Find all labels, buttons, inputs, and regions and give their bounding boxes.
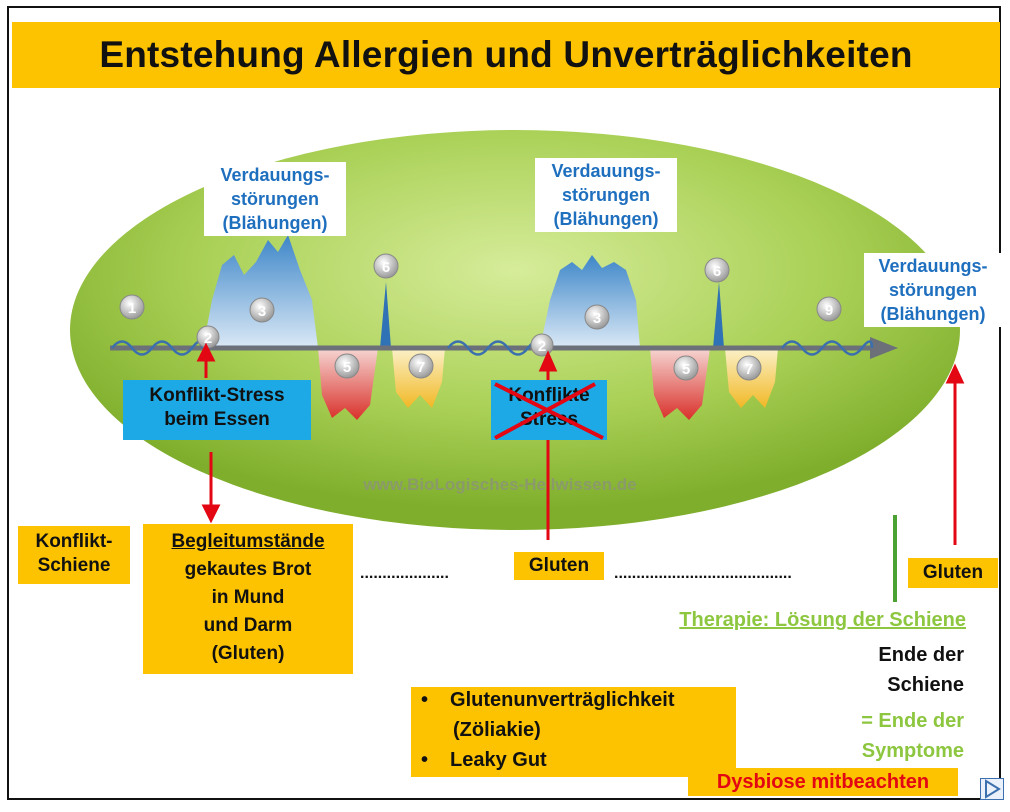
bullet-item-1-sub: (Zöliakie) <box>453 719 541 741</box>
therapy-text: Therapie: Lösung der Schiene <box>679 609 966 631</box>
gluten-box-right: Gluten <box>908 558 998 588</box>
svg-text:7: 7 <box>745 361 753 378</box>
konflikt-schiene-box: Konflikt-Schiene <box>18 526 130 584</box>
svg-text:3: 3 <box>258 303 266 320</box>
timeline-arrowhead <box>870 337 898 359</box>
phase-marker-2b: 2 <box>530 333 554 357</box>
phase-marker-2a: 2 <box>196 325 220 349</box>
normotonia-wave-1 <box>111 340 204 356</box>
phase-marker-6b: 6 <box>704 257 730 283</box>
phase-marker-7b: 7 <box>736 355 762 381</box>
phase-marker-5a: 5 <box>334 353 360 379</box>
healing-phase-red-1 <box>318 348 378 420</box>
active-phase-peak-1 <box>203 235 318 348</box>
phase-marker-1: 1 <box>119 294 145 320</box>
page-title: Entstehung Allergien und Unverträglichke… <box>99 34 913 75</box>
bullet-item-2: •Leaky Gut <box>421 749 547 771</box>
active-phase-peak-2 <box>540 255 640 348</box>
gluten-box-mid: Gluten <box>514 552 604 580</box>
next-slide-icon[interactable] <box>980 778 1004 800</box>
normotonia-wave-2 <box>447 340 540 356</box>
red-arrow-down <box>201 452 221 524</box>
phase-marker-6a: 6 <box>373 253 399 279</box>
cross-out-icon <box>494 382 604 440</box>
epileptoid-crisis-spike-1 <box>380 282 391 348</box>
digestive-label-1: Verdauungs-störungen(Blähungen) <box>204 162 346 236</box>
svg-text:2: 2 <box>538 338 546 355</box>
svg-text:6: 6 <box>713 263 721 280</box>
svg-text:2: 2 <box>204 330 212 347</box>
svg-text:1: 1 <box>128 300 136 317</box>
dysbiose-box: Dysbiose mitbeachten <box>688 768 958 796</box>
svg-text:3: 3 <box>593 310 601 327</box>
watermark: www.BioLogisches-Heilwissen.de <box>362 475 636 494</box>
dotted-line-left: .................... <box>360 565 449 582</box>
svg-text:6: 6 <box>382 259 390 276</box>
svg-text:7: 7 <box>417 359 425 376</box>
svg-text:9: 9 <box>825 302 833 319</box>
digestive-label-2: Verdauungs-störungen(Blähungen) <box>535 158 677 232</box>
phase-marker-3a: 3 <box>249 297 275 323</box>
red-arrow-conflict <box>196 342 216 378</box>
normotonia-wave-3 <box>781 340 874 356</box>
red-arrow-gluten-right <box>945 363 965 545</box>
svg-text:5: 5 <box>682 361 690 378</box>
dotted-line-right: ........................................ <box>614 565 792 582</box>
digestive-label-3: Verdauungs-störungen(Blähungen) <box>864 253 1002 327</box>
begleitumstaende-heading: Begleitumstände <box>171 531 325 552</box>
begleitumstaende-box: Begleitumstände gekautes Brot in Mund un… <box>143 524 353 674</box>
epileptoid-crisis-spike-2 <box>713 282 724 348</box>
symptom-list-box: •Glutenunverträglichkeit (Zöliakie) •Lea… <box>411 687 736 777</box>
phase-marker-9: 9 <box>816 296 842 322</box>
bullet-item-1: •Glutenunverträglichkeit <box>421 689 675 711</box>
phase-marker-7a: 7 <box>408 353 434 379</box>
title-bar: Entstehung Allergien und Unverträglichke… <box>12 22 1000 88</box>
phase-marker-5b: 5 <box>673 355 699 381</box>
slide-frame <box>7 6 1001 800</box>
phase-marker-3b: 3 <box>584 304 610 330</box>
svg-text:5: 5 <box>343 359 351 376</box>
